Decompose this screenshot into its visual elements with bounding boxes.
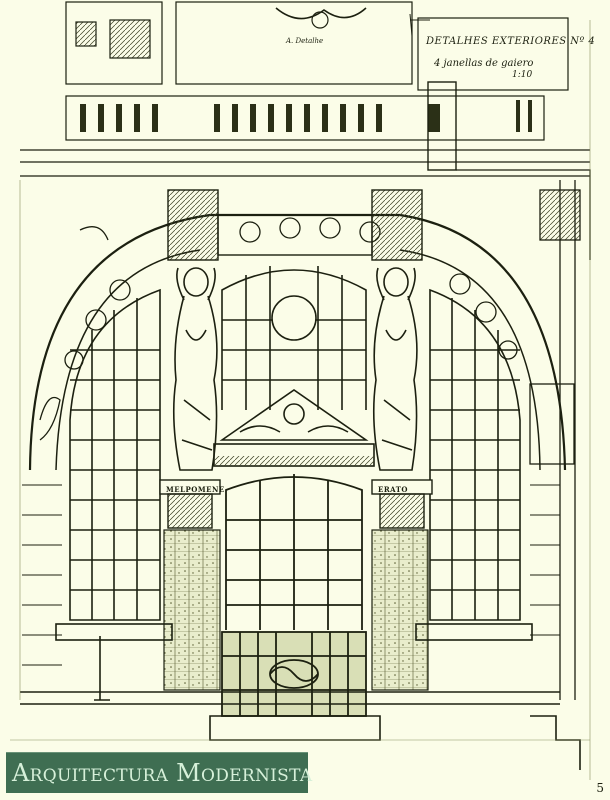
sheet-subtitle: 4 janellas de gaiero <box>434 58 534 69</box>
central-pediment <box>213 389 375 467</box>
outer-arch <box>28 213 567 471</box>
masonry-courses <box>22 484 560 666</box>
center-upper-window <box>221 266 367 410</box>
right-stone-pier <box>371 529 429 691</box>
balustrade-band <box>20 95 590 177</box>
construction-lines <box>10 20 591 780</box>
sheet-number: 5 <box>596 781 604 795</box>
side-console <box>427 81 457 171</box>
watermark-text: Arquitectura Modernista <box>12 759 313 787</box>
inner-arch-right <box>399 249 541 471</box>
iron-grille <box>221 631 367 717</box>
sheet-scale: 1:10 <box>512 70 533 80</box>
upper-entablature <box>217 214 373 256</box>
inner-arch-left <box>55 249 201 471</box>
main-door <box>225 474 363 630</box>
plinth-label-right: ERATO <box>378 485 409 494</box>
left-window <box>69 288 161 621</box>
detail-note: A. Detalhe <box>286 37 324 45</box>
balusters <box>80 100 532 132</box>
right-caryatid <box>372 267 418 471</box>
watermark-banner <box>6 752 308 793</box>
right-window <box>429 288 521 621</box>
plinth-blocks <box>159 479 433 529</box>
plinth-label-left: MELPOMENE <box>166 485 225 494</box>
sheet-title: DETALHES EXTERIORES Nº 4 <box>426 36 596 47</box>
capitals <box>167 189 423 261</box>
left-caryatid <box>172 267 218 471</box>
upper-floor-frame <box>65 1 569 91</box>
left-stone-pier <box>163 529 221 691</box>
pediment-hatching <box>214 456 374 466</box>
